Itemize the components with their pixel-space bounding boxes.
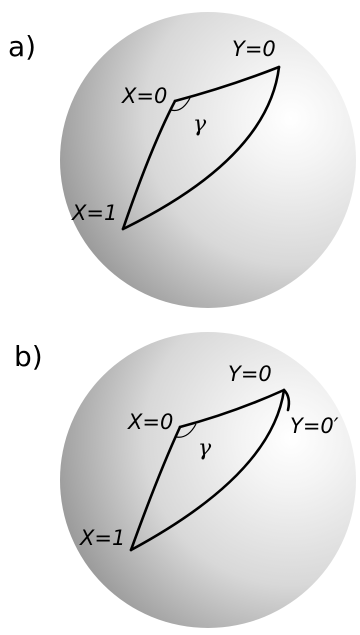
- angle-arc-b: [175, 423, 197, 438]
- sphere-a: [60, 12, 356, 308]
- panel-label-b: b): [14, 340, 43, 373]
- point-label-x0-a: X=0: [121, 84, 167, 108]
- edge-x1-x0-b: [129, 425, 182, 552]
- angle-label-b: γ: [198, 436, 212, 461]
- angle-arc-a: [170, 97, 191, 112]
- edge-y0-x1-b: [129, 388, 286, 552]
- point-label-y0prime-b: Y=0′: [290, 414, 339, 438]
- panel-label-a: a): [8, 30, 36, 63]
- panel-b: b) X=0 Y=0 Y=0′ X=1 γ: [14, 332, 356, 628]
- sphere-b: [60, 332, 356, 628]
- edge-y0-x1-a: [121, 65, 281, 231]
- edge-y0-y0prime-b: [282, 388, 291, 412]
- point-label-x1-b: X=1: [79, 526, 125, 550]
- point-label-y0-b: Y=0: [228, 362, 272, 386]
- point-label-x1-a: X=1: [71, 201, 117, 225]
- edge-x1-x0-a: [121, 99, 177, 231]
- edge-x0-y0-b: [178, 388, 286, 429]
- edge-x0-y0-a: [173, 65, 281, 103]
- point-label-x0-b: X=0: [127, 410, 173, 434]
- point-label-y0-a: Y=0: [232, 37, 276, 61]
- panel-a: a) X=0 Y=0 X=1 γ: [8, 12, 356, 308]
- angle-label-a: γ: [193, 112, 207, 137]
